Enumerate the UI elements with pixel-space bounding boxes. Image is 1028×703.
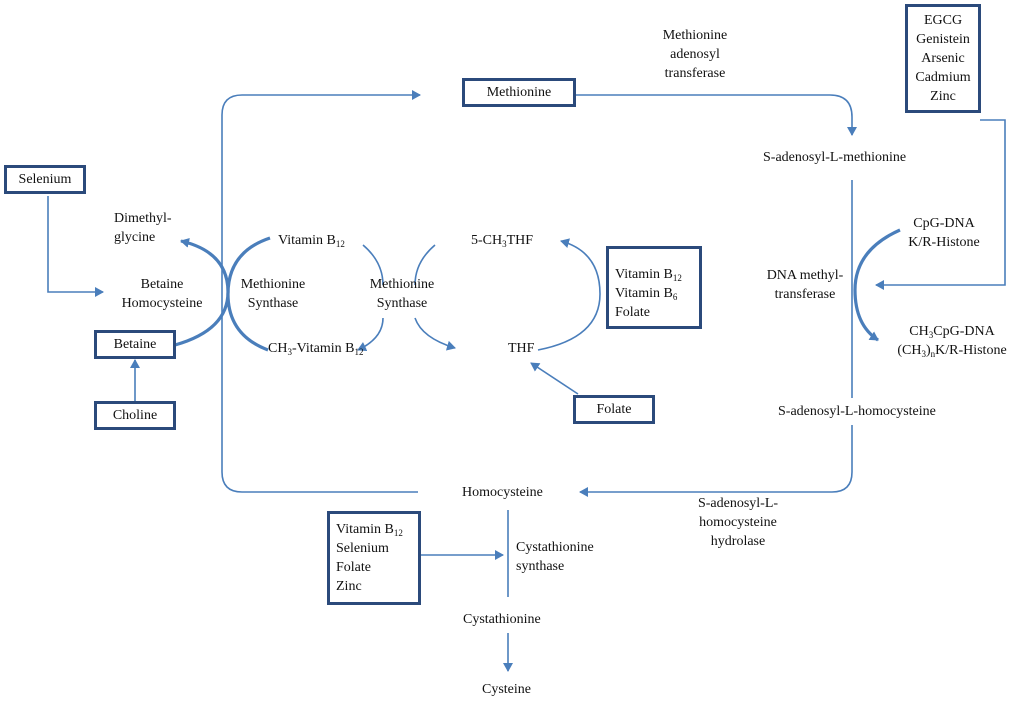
vitamin-b12-ch3-curve-outer <box>226 236 271 352</box>
cofactors-bottom-box: Vitamin B12 Selenium Folate Zinc <box>327 511 421 605</box>
sam-label: S-adenosyl-L-methionine <box>763 150 907 165</box>
cystathionine-label: Cystathionine <box>463 612 541 627</box>
methionine-synthase-in-arrow <box>414 244 436 286</box>
thf-to-ch3thf-curve <box>537 238 601 351</box>
homocysteine-label: Homocysteine <box>462 485 543 500</box>
cpg-to-ch3cpg-curve <box>853 228 901 342</box>
methionine-box: Methionine <box>462 78 576 107</box>
inhibitor-genistein: Genistein <box>916 32 970 47</box>
dimethylglycine-label: Dimethyl- glycine <box>114 211 172 245</box>
bottom-cofactor-selenium: Selenium <box>336 541 389 556</box>
cysteine-label: Cysteine <box>482 682 531 697</box>
thf-label: THF <box>508 341 535 356</box>
loop-left-arrow <box>221 90 421 493</box>
sah-to-homocysteine-arrow <box>579 425 853 497</box>
ch3-vitamin-b12-arrow <box>357 317 384 352</box>
cofactor-folate: Folate <box>615 305 650 320</box>
inhibitor-cadmium: Cadmium <box>915 70 971 85</box>
bottom-cofactor-folate: Folate <box>336 560 371 575</box>
cpg-dna-label: CpG-DNA K/R-Histone <box>908 216 980 250</box>
vitamin-b12-label: Vitamin B12 <box>278 233 345 249</box>
methionine-synthase-mid-label: Methionine Synthase <box>369 277 435 311</box>
betaine-box: Betaine <box>94 330 176 359</box>
inhibitor-zinc: Zinc <box>930 89 956 104</box>
methionine-synthase-left-label: Methionine Synthase <box>240 277 306 311</box>
sah-hydrolase-label: S-adenosyl-L- homocysteine hydrolase <box>697 496 779 549</box>
methionine-adenosyl-transferase-label: Methionine adenosyl transferase <box>662 28 728 81</box>
cofactor-b12: Vitamin B12 <box>615 267 682 283</box>
folate-box: Folate <box>573 395 655 424</box>
cystathionine-synthase-label: Cystathionine synthase <box>516 540 594 574</box>
bottom-cofactor-zinc: Zinc <box>336 579 362 594</box>
inhibitor-egcg: EGCG <box>923 13 963 28</box>
betaine-homocysteine-label: Betaine Homocysteine <box>121 277 203 311</box>
selenium-label: Selenium <box>18 172 72 187</box>
sah-label: S-adenosyl-L-homocysteine <box>778 404 936 419</box>
inhibitors-arrow <box>875 119 1006 290</box>
betaine-label: Betaine <box>113 337 157 352</box>
bottom-cofactor-b12: Vitamin B12 <box>336 522 403 538</box>
inhibitor-arsenic: Arsenic <box>921 51 965 66</box>
inhibitors-box: EGCG Genistein Arsenic Cadmium Zinc <box>905 4 981 113</box>
ch3cpg-dna-label: CH3CpG-DNA (CH3)nK/R-Histone <box>897 324 1007 359</box>
cofactors-mid-box: Vitamin B12 Vitamin B6 Folate <box>606 246 702 329</box>
vitamin-b12-return-arrow <box>362 244 384 286</box>
choline-box: Choline <box>94 401 176 430</box>
ch3-vitamin-b12-label: CH3-Vitamin B12 <box>268 341 364 357</box>
ch3thf-to-thf-arrow <box>414 317 456 351</box>
choline-label: Choline <box>112 408 158 423</box>
folate-to-thf-arrow <box>530 362 579 395</box>
selenium-to-betaine-arrow <box>47 196 104 297</box>
selenium-box: Selenium <box>4 165 86 194</box>
methionine-label: Methionine <box>486 85 552 100</box>
methionine-to-sam-arrow <box>575 94 857 136</box>
dna-methyltransferase-label: DNA methyl- transferase <box>766 268 844 302</box>
cofactor-b6: Vitamin B6 <box>615 286 678 302</box>
ch3thf-label: 5-CH3THF <box>471 233 534 249</box>
folate-label: Folate <box>596 402 632 417</box>
